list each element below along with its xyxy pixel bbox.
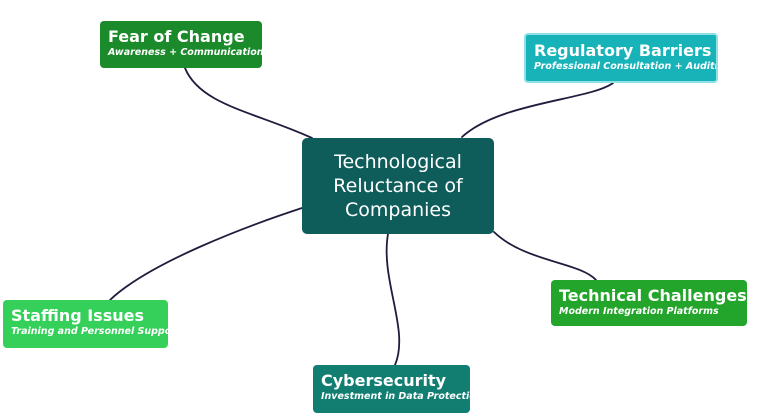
central-topic-label: Technological Reluctance of Companies	[333, 151, 463, 221]
branch-node-fear-of-change[interactable]: Fear of Change Awareness + Communication	[100, 21, 262, 68]
branch-node-staffing-issues[interactable]: Staffing Issues Training and Personnel S…	[3, 300, 168, 348]
branch-title: Regulatory Barriers	[534, 41, 712, 60]
branch-subtitle: Professional Consultation + Auditing	[534, 61, 718, 72]
branch-subtitle: Awareness + Communication	[108, 47, 262, 58]
branch-title: Fear of Change	[108, 27, 245, 46]
branch-title: Staffing Issues	[11, 306, 144, 325]
branch-title: Cybersecurity	[321, 371, 447, 390]
central-topic-node[interactable]: Technological Reluctance of Companies	[302, 138, 494, 234]
connector-regulatory	[461, 82, 614, 138]
connector-cyber	[385, 233, 401, 366]
connector-technical	[493, 231, 597, 281]
branch-node-technical-challenges[interactable]: Technical Challenges Modern Integration …	[551, 280, 747, 326]
branch-node-cybersecurity[interactable]: Cybersecurity Investment in Data Protect…	[313, 365, 470, 413]
branch-node-regulatory-barriers[interactable]: Regulatory Barriers Professional Consult…	[524, 33, 718, 83]
branch-subtitle: Modern Integration Platforms	[559, 306, 719, 317]
branch-title: Technical Challenges	[559, 286, 747, 305]
connector-fear	[184, 67, 313, 139]
branch-subtitle: Training and Personnel Support	[11, 326, 168, 337]
branch-subtitle: Investment in Data Protection	[321, 391, 470, 402]
connector-staffing	[109, 207, 303, 301]
